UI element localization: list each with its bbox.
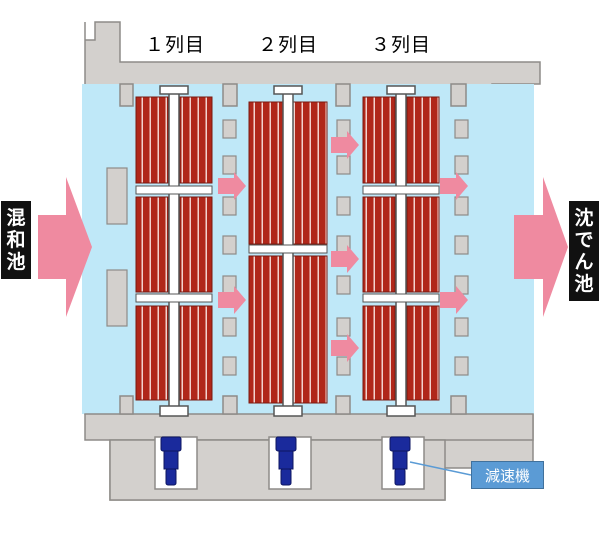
paddle: [179, 196, 213, 293]
paddle: [406, 196, 440, 293]
paddle-column-1: [135, 96, 213, 401]
paddle: [362, 305, 396, 401]
paddle: [362, 196, 396, 293]
paddle: [292, 101, 328, 245]
paddle: [135, 96, 169, 184]
paddle-column-3: [362, 96, 440, 401]
paddle: [406, 96, 440, 184]
outlet-flow-arrow: [514, 177, 568, 317]
motor-2: [275, 436, 297, 486]
paddle: [292, 255, 328, 404]
reducer-leader-line: [409, 461, 472, 476]
paddle: [362, 96, 396, 184]
internal-flow-arrows: [218, 131, 468, 362]
outlet-label: 沈でん池: [569, 201, 599, 301]
paddle: [135, 196, 169, 293]
column-label-3: ３列目: [371, 34, 432, 56]
inlet-baffles: [106, 167, 128, 327]
inlet-flow-arrow: [38, 177, 92, 317]
paddle-column-2: [248, 101, 328, 404]
motor-3: [389, 436, 411, 486]
reducer-label: 減速機: [471, 461, 544, 489]
shaft-arms: [135, 185, 440, 303]
motor-1: [160, 436, 182, 486]
paddle: [248, 255, 284, 404]
paddle: [406, 305, 440, 401]
column-label-2: ２列目: [258, 34, 319, 56]
paddle: [248, 101, 284, 245]
paddle: [179, 305, 213, 401]
column-label-1: １列目: [145, 34, 206, 56]
paddle: [135, 305, 169, 401]
top-wall-pillars: [119, 83, 467, 107]
inlet-label: 混和池: [1, 201, 31, 279]
paddle: [179, 96, 213, 184]
partition-baffles: [222, 119, 469, 376]
speed-reducer-motors: [160, 436, 411, 486]
